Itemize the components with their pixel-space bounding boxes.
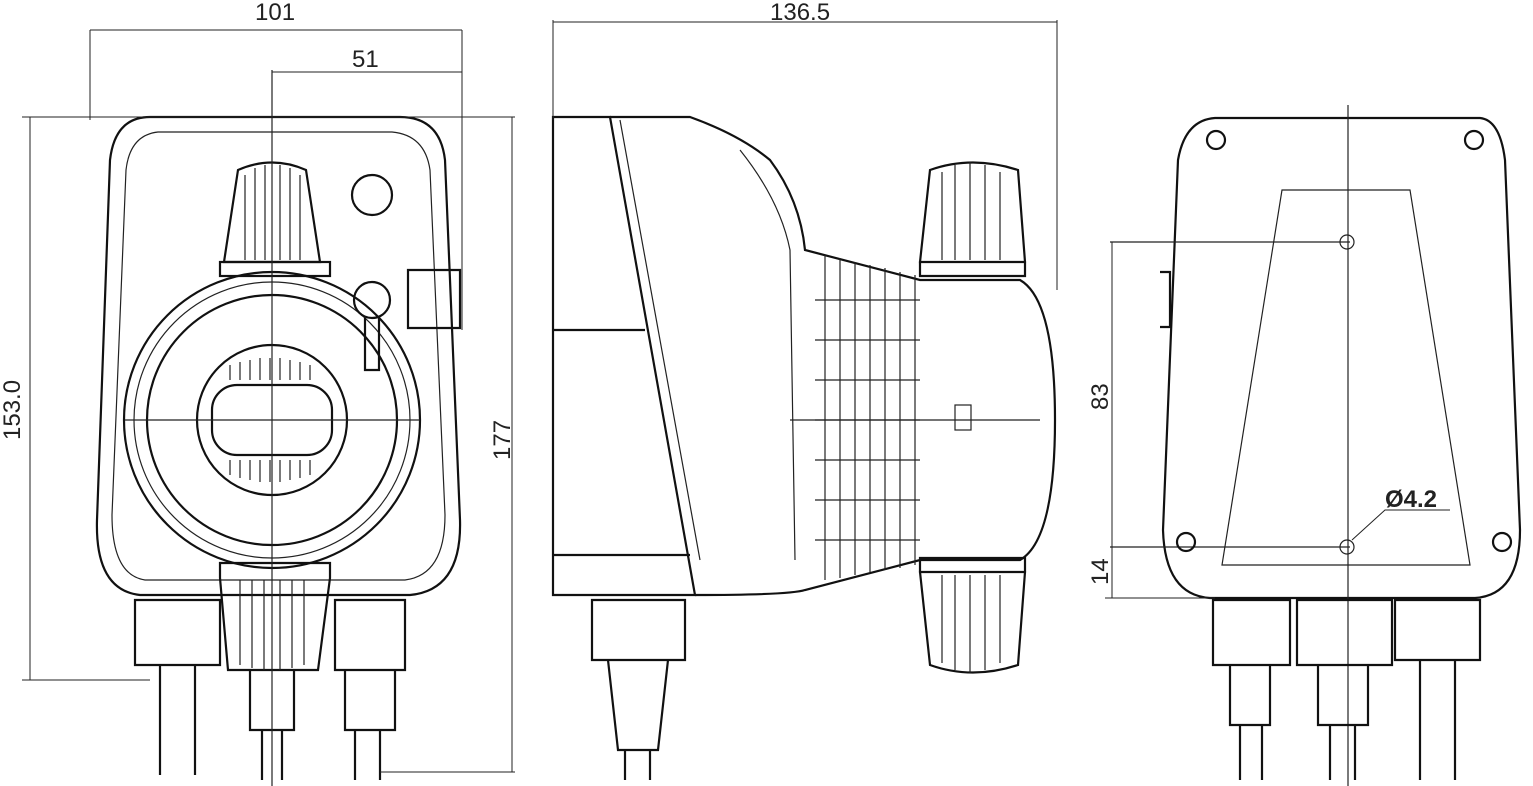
mounting-screws (1175, 129, 1513, 553)
dim-mount-hole-offset: 14 (1087, 558, 1114, 585)
side-ribs (815, 255, 920, 580)
side-view (551, 115, 1057, 780)
dim-height-overall: 177 (489, 420, 516, 460)
dim-depth-overall: 136.5 (770, 0, 830, 26)
dim-mount-hole-diameter: Ø4.2 (1385, 486, 1437, 513)
back-view (1110, 105, 1522, 786)
dim-mount-hole-spacing: 83 (1087, 383, 1114, 410)
dim-width-half: 51 (352, 46, 379, 73)
dim-width-overall: 101 (255, 0, 295, 26)
front-view (95, 70, 462, 786)
front-dimensions: 101 51 153.0 177 (0, 0, 516, 773)
display-grille (229, 358, 311, 482)
dim-height-body: 153.0 (0, 380, 26, 440)
back-dimensions: 83 14 Ø4.2 (1087, 242, 1437, 599)
side-dimensions: 136.5 (552, 0, 1058, 290)
